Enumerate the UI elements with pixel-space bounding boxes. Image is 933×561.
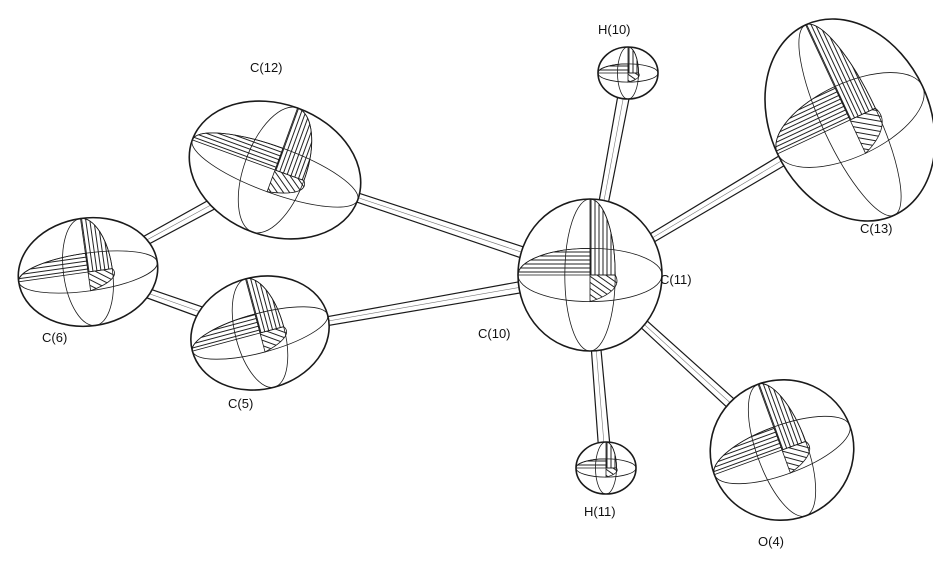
label-o4: O(4) (758, 534, 784, 549)
atom-h10 (597, 46, 659, 100)
atoms (17, 18, 933, 522)
atom-c12 (188, 100, 362, 240)
atom-c6 (17, 216, 159, 328)
atom-c5 (190, 275, 330, 391)
label-h10: H(10) (598, 22, 631, 37)
atom-c11 (517, 198, 663, 352)
atom-h11 (575, 441, 637, 495)
label-c12: C(12) (250, 60, 283, 75)
label-h11: H(11) (584, 504, 616, 519)
atom-o4 (709, 378, 855, 522)
label-c13: C(13) (860, 221, 893, 236)
label-c10: C(10) (478, 326, 511, 341)
atom-c13 (764, 18, 933, 222)
atom-labels: C(12) C(6) C(5) C(10) C(11) H(10) H(11) C(13) O(… (42, 22, 893, 549)
label-c6: C(6) (42, 330, 67, 345)
label-c11: C(11) (660, 272, 692, 287)
label-c5: C(5) (228, 396, 253, 411)
